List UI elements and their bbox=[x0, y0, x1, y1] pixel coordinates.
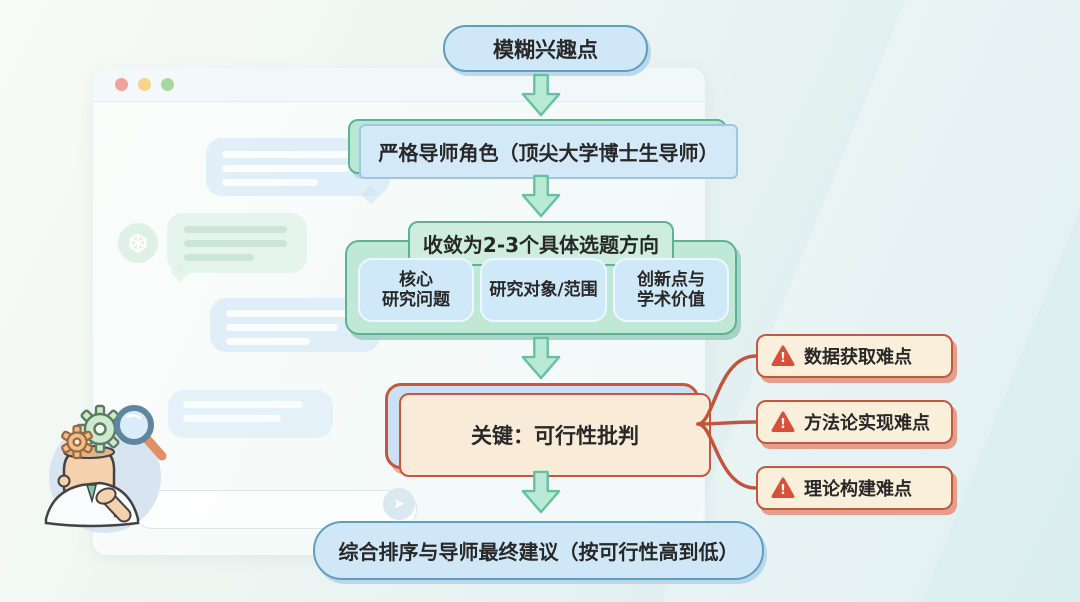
risk-data-acquisition: ! 数据获取难点 bbox=[756, 334, 953, 378]
warning-icon: ! bbox=[771, 477, 795, 498]
bubble-tail bbox=[361, 185, 381, 205]
node-core-question-label: 核心 研究问题 bbox=[382, 269, 450, 310]
ai-avatar bbox=[118, 223, 158, 263]
node-research-scope: 研究对象/范围 bbox=[480, 258, 607, 322]
warning-glyph: ! bbox=[780, 351, 786, 366]
openai-logo-icon bbox=[129, 233, 147, 253]
node-final-recommendation: 综合排序与导师最终建议（按可行性高到低） bbox=[313, 521, 764, 580]
text-line bbox=[226, 338, 310, 345]
text-line bbox=[222, 165, 350, 172]
window-minimize-dot bbox=[138, 78, 151, 91]
node-feasibility-critique-label: 关键：可行性批判 bbox=[399, 393, 711, 477]
text-line bbox=[183, 401, 303, 408]
text-line bbox=[184, 254, 254, 261]
branch-connector bbox=[696, 354, 758, 490]
text-line bbox=[184, 226, 287, 233]
ai-chat-bubble bbox=[167, 213, 307, 282]
window-close-dot bbox=[115, 78, 128, 91]
text-line bbox=[222, 151, 362, 158]
text-line bbox=[222, 179, 318, 186]
user-chat-bubble bbox=[168, 390, 333, 438]
warning-glyph: ! bbox=[780, 417, 786, 432]
risk-methodology: ! 方法论实现难点 bbox=[756, 400, 953, 444]
node-innovation-value-label: 创新点与 学术价值 bbox=[637, 269, 705, 310]
thinker-illustration bbox=[44, 404, 167, 533]
text-line bbox=[226, 310, 351, 317]
text-line bbox=[184, 240, 287, 247]
text-line bbox=[183, 415, 281, 422]
gear-icon bbox=[61, 424, 93, 460]
magnifier-icon bbox=[114, 405, 167, 461]
down-arrow-icon bbox=[521, 470, 561, 514]
risk-label: 数据获取难点 bbox=[804, 347, 912, 368]
bubble-tail bbox=[170, 262, 190, 282]
risk-label: 理论构建难点 bbox=[804, 479, 912, 500]
warning-glyph: ! bbox=[780, 483, 786, 498]
down-arrow-icon bbox=[521, 73, 561, 117]
node-start-label: 模糊兴趣点 bbox=[493, 37, 598, 62]
node-research-scope-label: 研究对象/范围 bbox=[489, 279, 598, 300]
down-arrow-icon bbox=[521, 336, 561, 380]
send-icon: ➤ bbox=[383, 488, 415, 520]
risk-theory-building: ! 理论构建难点 bbox=[756, 466, 953, 510]
node-feasibility-critique: 关键：可行性批判 bbox=[385, 383, 711, 477]
down-arrow-icon bbox=[521, 174, 561, 218]
window-titlebar bbox=[93, 68, 705, 102]
window-maximize-dot bbox=[161, 78, 174, 91]
node-start: 模糊兴趣点 bbox=[443, 25, 648, 72]
warning-icon: ! bbox=[771, 345, 795, 366]
thinker-body bbox=[44, 481, 140, 528]
node-core-question: 核心 研究问题 bbox=[358, 258, 474, 322]
node-mentor-role: 严格导师角色（顶尖大学博士生导师） bbox=[348, 119, 738, 179]
risk-label: 方法论实现难点 bbox=[804, 413, 930, 434]
text-line bbox=[226, 324, 338, 331]
node-innovation-value: 创新点与 学术价值 bbox=[613, 258, 729, 322]
node-mentor-role-label: 严格导师角色（顶尖大学博士生导师） bbox=[359, 124, 738, 179]
node-final-recommendation-label: 综合排序与导师最终建议（按可行性高到低） bbox=[338, 540, 739, 564]
warning-icon: ! bbox=[771, 411, 795, 432]
